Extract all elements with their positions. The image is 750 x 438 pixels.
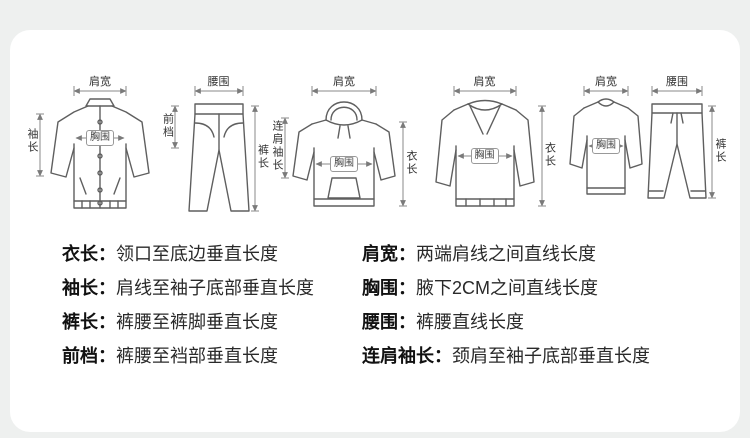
label-sleeve-length: 袖长 (26, 128, 38, 154)
label-chest: 胸围 (470, 148, 499, 164)
definition-shoulder-width: 肩宽：两端肩线之间直线长度 (362, 244, 720, 265)
size-guide-card: 肩宽 袖长 胸围 (10, 30, 740, 432)
figure-pants: 腰围 前档 裤长 (161, 76, 269, 226)
label-shoulder-width: 肩宽 (473, 76, 496, 88)
hoodie-dimension-lines (281, 86, 407, 207)
definition-term: 衣长： (62, 244, 116, 264)
definition-desc: 裤腰至裤脚垂直长度 (116, 312, 278, 332)
definition-waist: 腰围：裤腰直线长度 (362, 312, 720, 333)
definition-raglan-sleeve-length: 连肩袖长：颈肩至袖子底部垂直长度 (362, 346, 720, 367)
sweater-drawing (434, 86, 546, 207)
definition-term: 腰围： (362, 312, 416, 332)
hoodie-drawing (281, 86, 407, 207)
definition-front-rise: 前档：裤腰至裆部垂直长度 (62, 346, 362, 367)
definition-desc: 腋下2CM之间直线长度 (416, 278, 599, 298)
definition-term: 连肩袖长： (362, 346, 452, 366)
definition-term: 袖长： (62, 278, 116, 298)
figure-sweater: 肩宽 胸围 衣长 (418, 76, 556, 226)
definitions-left-column: 衣长：领口至底边垂直长度 袖长：肩线至袖子底部垂直长度 裤长：裤腰至裤脚垂直长度… (62, 244, 362, 367)
pants-dimension-lines (170, 86, 259, 212)
definition-chest: 胸围：腋下2CM之间直线长度 (362, 278, 720, 299)
definition-desc: 肩线至袖子底部垂直长度 (116, 278, 314, 298)
label-pants-length: 裤长 (714, 138, 726, 164)
definition-term: 胸围： (362, 278, 416, 298)
definition-desc: 裤腰直线长度 (416, 312, 524, 332)
pants-outline (187, 103, 250, 212)
garment-figures-row: 肩宽 袖长 胸围 (10, 30, 740, 226)
definition-desc: 两端肩线之间直线长度 (416, 244, 596, 264)
definition-desc: 领口至底边垂直长度 (116, 244, 278, 264)
definition-term: 前档： (62, 346, 116, 366)
label-waist: 腰围 (666, 76, 688, 88)
sweatshirt-outline (569, 98, 643, 195)
definition-term: 肩宽： (362, 244, 416, 264)
label-chest: 胸围 (592, 138, 620, 154)
figure-hoodie: 肩宽 连肩袖长 胸围 衣长 (269, 76, 417, 226)
pants-drawing (170, 86, 259, 212)
sweatsuit-drawing (569, 86, 716, 199)
jacket-outline (50, 98, 150, 209)
definitions-section: 衣长：领口至底边垂直长度 袖长：肩线至袖子底部垂直长度 裤长：裤腰至裤脚垂直长度… (10, 226, 740, 367)
label-raglan-sleeve-length: 连肩袖长 (271, 120, 283, 172)
figure-sweatsuit: 肩宽 腰围 胸围 裤长 (556, 76, 726, 226)
definitions-right-column: 肩宽：两端肩线之间直线长度 胸围：腋下2CM之间直线长度 腰围：裤腰直线长度 连… (362, 244, 720, 367)
definition-garment-length: 衣长：领口至底边垂直长度 (62, 244, 362, 265)
definition-pants-length: 裤长：裤腰至裤脚垂直长度 (62, 312, 362, 333)
label-pants-length: 裤长 (256, 144, 269, 170)
definition-sleeve-length: 袖长：肩线至袖子底部垂直长度 (62, 278, 362, 299)
hoodie-outline (292, 101, 396, 207)
jacket-drawing (36, 86, 150, 209)
figure-jacket: 肩宽 袖长 胸围 (24, 76, 160, 226)
label-shoulder-width: 肩宽 (333, 76, 355, 88)
label-chest: 胸围 (330, 156, 358, 172)
sweater-dimension-lines (452, 86, 546, 207)
label-chest: 胸围 (86, 130, 114, 146)
label-waist: 腰围 (207, 76, 230, 88)
label-front-rise: 前档 (161, 113, 174, 139)
label-shoulder-width: 肩宽 (595, 76, 617, 88)
jogger-pants-outline (647, 103, 707, 199)
definition-term: 裤长： (62, 312, 116, 332)
label-shoulder-width: 肩宽 (89, 76, 111, 88)
sweater-outline (434, 99, 535, 207)
label-garment-length: 衣长 (405, 150, 417, 176)
label-garment-length: 衣长 (543, 142, 556, 168)
definition-desc: 颈肩至袖子底部垂直长度 (452, 346, 650, 366)
definition-desc: 裤腰至裆部垂直长度 (116, 346, 278, 366)
